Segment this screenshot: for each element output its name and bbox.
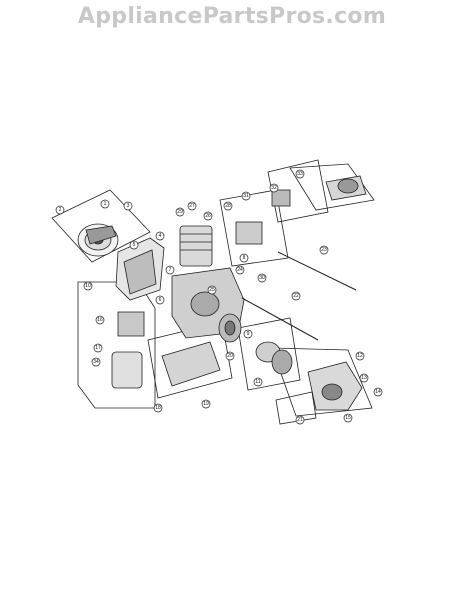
callout-marker — [343, 413, 353, 423]
callout-marker — [295, 169, 305, 179]
callout-marker — [207, 285, 217, 295]
clutch-drum-part — [255, 341, 293, 375]
callout-label: 13 — [361, 375, 367, 381]
callout-label: 24 — [237, 267, 243, 273]
callout-label: 6 — [159, 297, 162, 303]
callout-marker — [223, 201, 233, 211]
air-filter-part — [325, 175, 367, 201]
callout-marker — [153, 403, 163, 413]
callout-marker — [239, 253, 249, 263]
panel-carb-group — [219, 189, 289, 267]
recoil-starter-part — [77, 223, 119, 257]
muffler-part — [111, 311, 145, 389]
throttle-cable-part — [241, 251, 357, 341]
callout-label: 2 — [59, 207, 62, 213]
callout-label: 23 — [321, 247, 327, 253]
callout-label: 25 — [209, 287, 215, 293]
callout-label: 32 — [271, 185, 277, 191]
callout-label: 14 — [375, 389, 381, 395]
callout-marker — [373, 387, 383, 397]
callout-label: 28 — [225, 203, 231, 209]
panel-air-filter — [289, 163, 375, 211]
callout-marker — [295, 415, 305, 425]
callout-marker — [93, 343, 103, 353]
panel-muffler — [77, 281, 156, 409]
callout-marker — [253, 377, 263, 387]
callout-label: 21 — [297, 417, 303, 423]
callout-marker — [203, 211, 213, 221]
panel-hardware — [275, 391, 317, 425]
cylinder-block-part — [179, 225, 213, 267]
callout-label: 16 — [97, 317, 103, 323]
callout-label: 5 — [133, 242, 136, 248]
callout-label: 19 — [203, 401, 209, 407]
callout-marker — [319, 245, 329, 255]
callout-label: 31 — [243, 193, 249, 199]
callout-marker — [155, 295, 165, 305]
callout-marker — [165, 265, 175, 275]
callout-label: 9 — [247, 331, 250, 337]
callout-marker — [257, 273, 267, 283]
gear-housing-part — [307, 361, 363, 411]
callout-label: 27 — [189, 203, 195, 209]
callout-marker — [225, 351, 235, 361]
callout-label: 8 — [243, 255, 246, 261]
callout-marker — [291, 291, 301, 301]
callout-marker — [235, 265, 245, 275]
callout-label: 30 — [259, 275, 265, 281]
callout-label: 17 — [95, 345, 101, 351]
callout-marker — [129, 240, 139, 250]
flywheel-part — [218, 313, 242, 343]
panel-gear-housing — [271, 347, 373, 417]
callout-marker — [100, 199, 110, 209]
callout-label: 18 — [155, 405, 161, 411]
callout-marker — [241, 191, 251, 201]
callout-label: 33 — [297, 171, 303, 177]
callout-label: 29 — [177, 209, 183, 215]
ignition-coil-part — [271, 189, 291, 207]
callout-marker — [83, 281, 93, 291]
callout-marker — [175, 207, 185, 217]
callout-label: 4 — [159, 233, 162, 239]
panel-clutch-housing — [237, 317, 301, 391]
engine-shroud-part — [115, 237, 165, 301]
callout-label: 1 — [104, 201, 107, 207]
panel-recoil-starter — [51, 189, 151, 263]
fuel-tank-part — [161, 341, 221, 387]
callout-label: 20 — [227, 353, 233, 359]
callout-label: 7 — [169, 267, 172, 273]
callout-label: 11 — [255, 379, 260, 385]
callout-label: 26 — [205, 213, 211, 219]
callout-label: 12 — [357, 353, 363, 359]
callout-label: 15 — [345, 415, 351, 421]
callout-marker — [155, 231, 165, 241]
callout-marker — [355, 351, 365, 361]
callout-label: 3 — [127, 203, 130, 209]
callout-label: 34 — [93, 359, 99, 365]
callout-label: 10 — [85, 283, 91, 289]
callout-marker — [243, 329, 253, 339]
callout-label: 22 — [293, 293, 299, 299]
callout-marker — [201, 399, 211, 409]
callout-marker — [359, 373, 369, 383]
callout-marker — [55, 205, 65, 215]
callout-marker — [91, 357, 101, 367]
callout-marker — [187, 201, 197, 211]
carburetor-part — [235, 221, 263, 245]
callout-marker — [123, 201, 133, 211]
callout-marker — [269, 183, 279, 193]
site-watermark: AppliancePartsPros.com — [77, 4, 387, 29]
callout-marker — [95, 315, 105, 325]
